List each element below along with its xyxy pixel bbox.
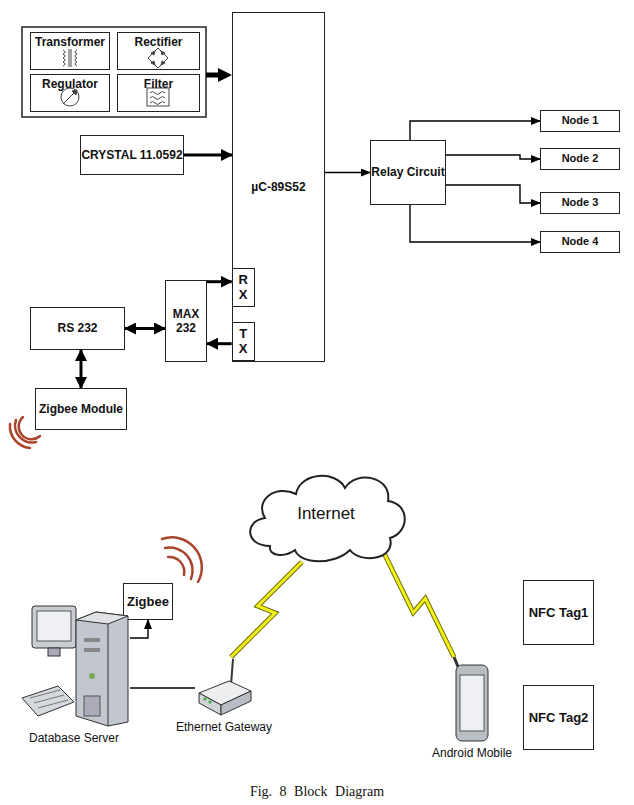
power-block: Filter	[117, 74, 200, 112]
connector-line	[130, 620, 148, 638]
output-node: Node 4	[540, 231, 620, 253]
icon-label: Android Mobile	[432, 746, 512, 760]
icon-label: Ethernet Gateway	[176, 720, 272, 734]
connector-line	[130, 687, 195, 688]
module-box: Zigbee Module	[35, 388, 127, 430]
box-label: Relay Circuit	[371, 165, 444, 179]
transformer-symbol	[63, 49, 77, 67]
box-label: Transformer	[35, 35, 105, 49]
box-label: CRYSTAL 11.0592	[81, 148, 182, 162]
box-label: Node 3	[562, 196, 599, 209]
connector	[446, 185, 540, 203]
box-label: MAX 232	[166, 307, 206, 336]
microcontroller-box: µC-89S52 R X T X	[232, 12, 325, 362]
power-block: Rectifier	[117, 32, 200, 70]
rectifier-symbol	[148, 48, 168, 68]
connector	[410, 121, 540, 140]
wireless-waves	[162, 537, 202, 582]
connector-line	[80, 350, 83, 388]
box-label: Filter	[144, 77, 173, 91]
connector	[325, 172, 370, 173]
connector	[81, 350, 82, 388]
box-label: RS 232	[57, 321, 97, 335]
box-label: NFC Tag2	[529, 710, 589, 726]
box-label: µC-89S52	[251, 180, 305, 194]
connector-line	[446, 155, 540, 159]
connector	[130, 620, 148, 638]
connector-line	[231, 562, 302, 657]
power-block: Regulator	[30, 74, 110, 112]
box-label: Rectifier	[134, 35, 182, 49]
box-label: Zigbee Module	[39, 402, 123, 416]
box-label: Regulator	[42, 77, 98, 91]
connector-line	[207, 280, 232, 283]
port-box: RS 232	[30, 307, 125, 350]
box-label: Node 2	[562, 152, 599, 165]
connector	[207, 343, 232, 344]
connector-line	[125, 327, 165, 330]
connector-line	[446, 185, 540, 203]
nfc-tag: NFC Tag1	[523, 580, 594, 645]
figure-caption: Fig. 8 Block Diagram	[0, 784, 634, 800]
box-label: Zigbee	[127, 594, 169, 610]
connector	[207, 281, 232, 282]
connector-line	[410, 121, 540, 140]
internet-cloud: Internet	[240, 466, 412, 566]
icon-label: Database Server	[29, 731, 119, 745]
box-label: T X	[237, 326, 250, 357]
connector-line	[207, 342, 232, 345]
pin-box: R X	[232, 268, 255, 307]
connector-line	[325, 172, 370, 173]
connector	[446, 155, 540, 159]
output-node: Node 3	[540, 192, 620, 214]
output-node: Node 2	[540, 148, 620, 170]
ic-box: MAX 232	[165, 280, 207, 362]
connector-line	[385, 554, 455, 657]
wireless-link	[385, 554, 455, 657]
bolt-outline	[385, 554, 455, 657]
power-arrow	[206, 68, 232, 82]
crystal-box: CRYSTAL 11.0592	[80, 135, 184, 175]
power-block: Transformer	[30, 32, 110, 70]
box-label: Internet	[297, 504, 355, 524]
bolt-outline	[231, 562, 302, 657]
connector-line	[410, 205, 540, 242]
power-supply-frame	[22, 27, 206, 117]
mobile-icon: Android Mobile	[452, 655, 492, 743]
nfc-tag: NFC Tag2	[523, 685, 594, 750]
relay-box: Relay Circuit	[370, 140, 446, 205]
box-label: Node 1	[562, 114, 599, 127]
wireless-link	[231, 562, 302, 657]
pin-box: T X	[232, 322, 255, 361]
output-node: Node 1	[540, 110, 620, 132]
connector	[184, 155, 232, 156]
module-box: Zigbee	[123, 583, 173, 620]
box-label: NFC Tag1	[529, 605, 589, 621]
connector	[125, 328, 165, 329]
box-label: Node 4	[562, 235, 599, 248]
server-icon: Database Server	[18, 598, 130, 728]
connector	[410, 205, 540, 242]
connector	[130, 688, 195, 689]
box-label: R X	[237, 272, 250, 303]
gateway-icon: Ethernet Gateway	[195, 655, 253, 717]
connector-line	[184, 154, 232, 157]
